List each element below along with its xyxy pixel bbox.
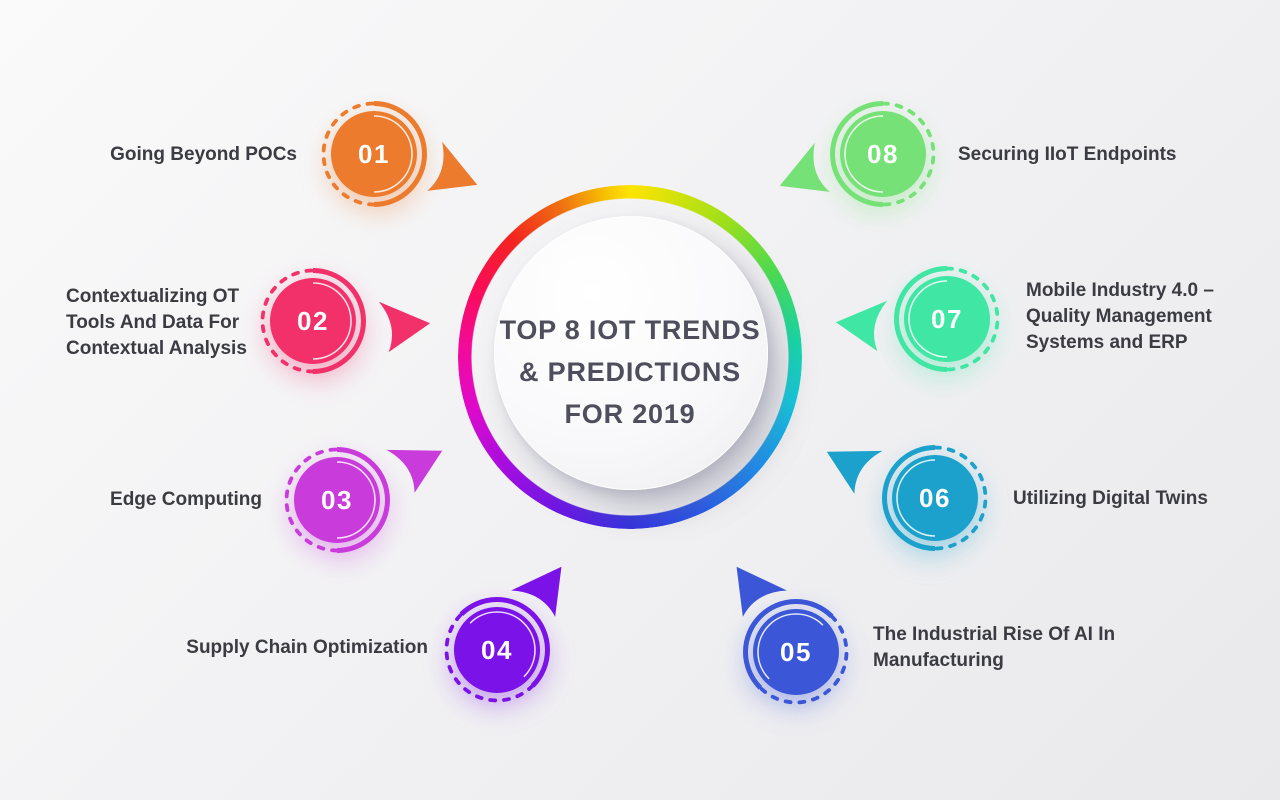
- badge-03: 03: [281, 444, 393, 556]
- arrow-icon: [815, 429, 885, 499]
- item-label: The Industrial Rise Of AI In Manufacturi…: [873, 624, 1116, 671]
- badge-number: 02: [297, 305, 329, 336]
- title-line: FOR 2019: [564, 399, 696, 429]
- badge-07: 07: [891, 263, 1003, 375]
- badge-ring-icon: [882, 445, 988, 551]
- badge-05: 05: [740, 596, 852, 708]
- badge-ring-icon: [321, 101, 427, 207]
- badge-number: 05: [780, 636, 812, 667]
- arrow-icon: [377, 299, 431, 353]
- page-title: TOP 8 IOT TRENDS & PREDICTIONS FOR 2019: [455, 309, 805, 435]
- badge-04: 04: [441, 594, 553, 706]
- badge-ring-icon: [894, 266, 1000, 372]
- arrow-icon: [767, 139, 840, 212]
- item-label: Going Beyond POCs: [110, 144, 297, 165]
- badge-ring-icon: [743, 599, 849, 705]
- badge-number: 04: [481, 634, 513, 665]
- badge-06: 06: [879, 442, 991, 554]
- badge-number: 08: [867, 138, 899, 169]
- badge-08: 08: [827, 98, 939, 210]
- badge-ring-icon: [260, 268, 366, 374]
- item-label: Securing IIoT Endpoints: [958, 144, 1177, 165]
- badge-02: 02: [257, 265, 369, 377]
- badge-ring-icon: [830, 101, 936, 207]
- arrow-icon: [508, 550, 584, 626]
- badge-01: 01: [318, 98, 430, 210]
- badge-number: 06: [919, 482, 951, 513]
- badge-number: 03: [321, 484, 353, 515]
- title-line: TOP 8 IOT TRENDS: [499, 315, 761, 345]
- arrow-icon: [835, 298, 889, 352]
- badge-number: 07: [931, 303, 963, 334]
- arrow-icon: [384, 428, 454, 498]
- arrow-icon: [714, 550, 790, 626]
- badge-number: 01: [358, 138, 390, 169]
- badge-ring-icon: [444, 597, 550, 703]
- item-label: Supply Chain Optimization: [186, 637, 428, 658]
- arrow-icon: [416, 138, 489, 211]
- item-label: Edge Computing: [110, 489, 262, 510]
- item-label: Utilizing Digital Twins: [1013, 488, 1208, 509]
- center-circle: [494, 216, 768, 490]
- badge-ring-icon: [284, 447, 390, 553]
- item-label: Contextualizing OT Tools And Data For Co…: [66, 286, 247, 359]
- item-label: Mobile Industry 4.0 – Quality Management…: [1026, 280, 1214, 353]
- title-line: & PREDICTIONS: [519, 357, 741, 387]
